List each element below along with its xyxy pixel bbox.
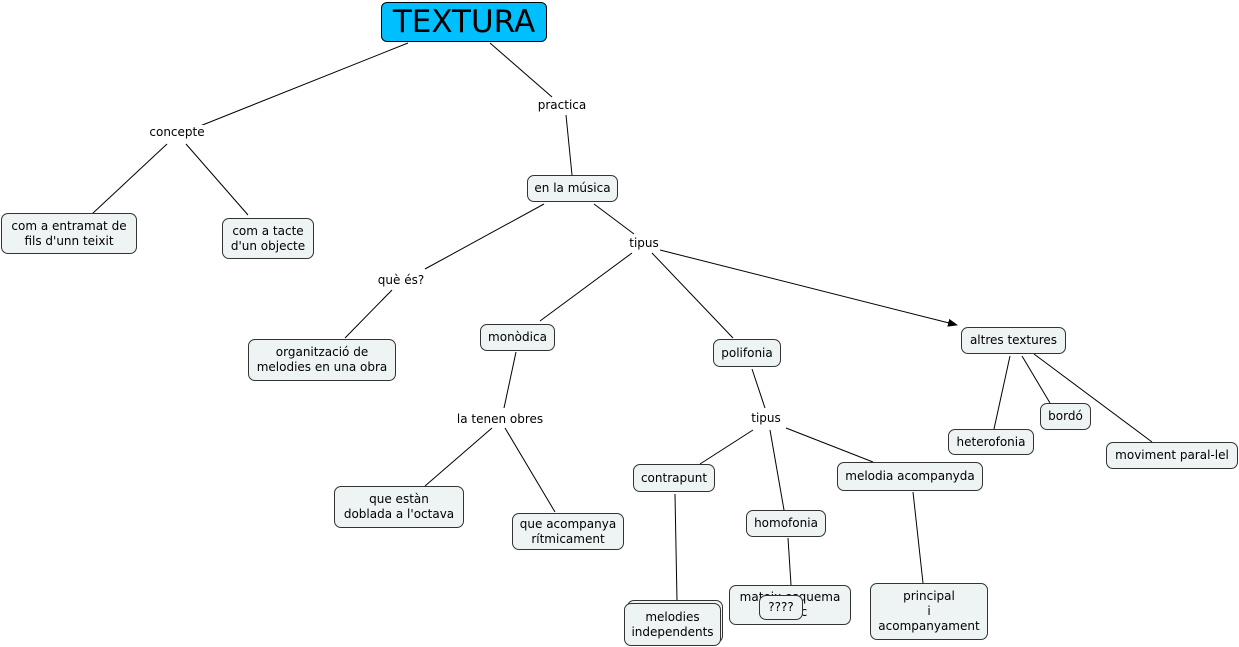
node-en-la-musica[interactable]: en la música [527,175,618,202]
node-altres-textures[interactable]: altres textures [961,327,1066,354]
node-interrogants[interactable]: ???? [759,595,803,620]
node-melodia-acompanyada[interactable]: melodia acompanyda [837,462,983,491]
line-homofonia-esquema [787,537,792,586]
link-label-practica: practica [536,98,588,112]
line-monodica-tenen [503,351,517,409]
line-tipus-homofonia [769,429,785,511]
node-moviment-paral-lel[interactable]: moviment paral-lel [1106,442,1238,469]
link-label-tipus: tipus [628,236,660,250]
line-tipus-polifonia [651,252,734,339]
node-monodica[interactable]: monòdica [480,324,555,351]
line-practica-musica [565,114,573,176]
node-contrapunt[interactable]: contrapunt [633,464,715,492]
link-label-tipus-polifonia: tipus [750,411,782,425]
root-node-textura[interactable]: TEXTURA [381,2,547,42]
line-concepte-tacte [185,143,249,216]
line-altres-moviment [1033,353,1153,443]
line-polifonia-tipus [751,368,766,409]
node-organitzacio[interactable]: organització de melodies en una obra [248,339,396,381]
node-bordo[interactable]: bordó [1040,403,1091,430]
node-polifonia[interactable]: polifonia [713,339,781,367]
line-tenen-acompanya [504,427,556,513]
node-melodies-independents[interactable]: melodies independents [624,603,721,646]
line-root-concepte [199,42,409,127]
node-doblada[interactable]: que estàn doblada a l'octava [334,486,464,528]
link-label-la-tenen-obres: la tenen obres [455,412,545,426]
line-tipus-altres [659,249,958,327]
line-tipus-melodia [785,427,874,463]
line-contrapunt-melodies [674,493,678,602]
line-tipus-contrapunt [699,429,754,465]
line-tenen-doblada [424,427,493,487]
line-musica-tipus [593,203,635,235]
line-musica-quees [424,203,545,270]
link-label-que-es: què és? [376,273,426,287]
node-entramat[interactable]: com a entramat de fils d'unn teixit [1,213,137,254]
line-melodia-principal [912,491,924,584]
line-tipus-monodica [539,252,633,322]
node-tacte[interactable]: com a tacte d'un objecte [222,218,314,259]
node-acompanya[interactable]: que acompanya rítmicament [512,513,624,550]
node-homofonia[interactable]: homofonia [746,510,826,537]
node-heterofonia[interactable]: heterofonia [948,429,1034,455]
line-concepte-entramat [91,143,168,215]
line-root-practica [489,42,553,98]
node-principal[interactable]: principal i acompanyament [870,583,988,640]
line-quees-organitzacio [344,289,393,339]
line-altres-heterofonia [993,355,1011,430]
line-altres-bordo [1021,355,1051,404]
link-label-concepte: concepte [148,125,206,139]
